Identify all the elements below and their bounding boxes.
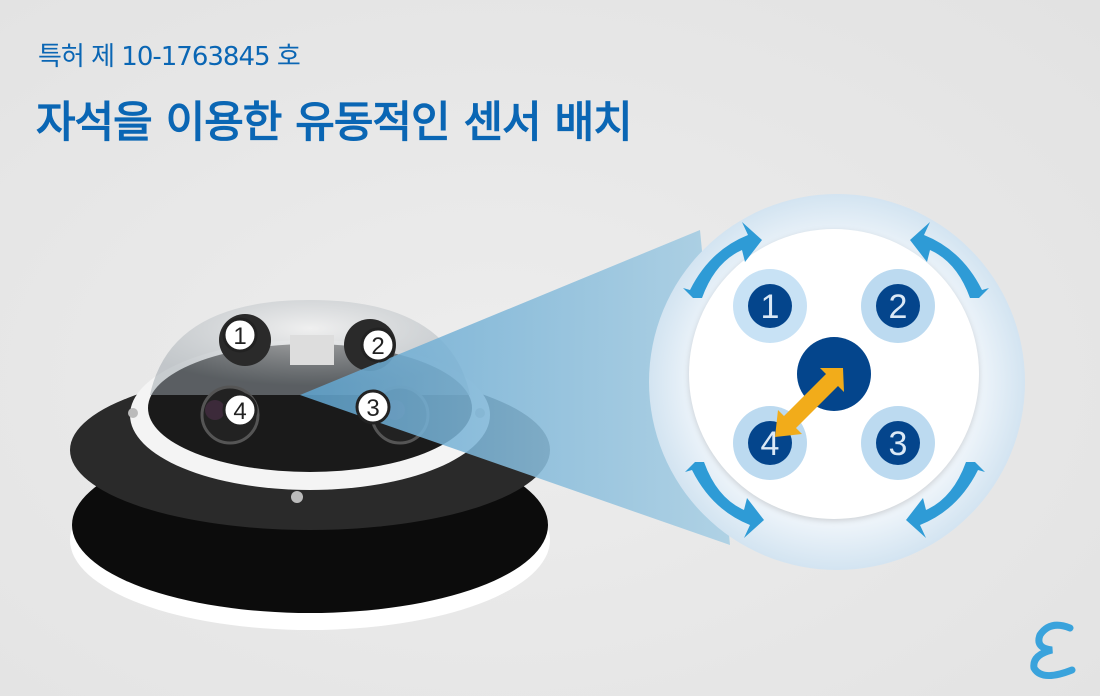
page-title: 자석을 이용한 유동적인 센서 배치 xyxy=(36,98,633,148)
sensor-layout-diagram: 1 2 3 4 xyxy=(649,194,1025,570)
camera-label-3: 3 xyxy=(355,389,391,425)
camera-label-2: 2 xyxy=(360,327,396,363)
svg-text:3: 3 xyxy=(366,395,379,422)
svg-text:1: 1 xyxy=(233,323,246,350)
camera-label-1: 1 xyxy=(222,317,258,353)
sensor-3: 3 xyxy=(889,425,908,463)
brand-logo xyxy=(1030,621,1076,679)
sensor-1: 1 xyxy=(761,288,780,326)
rotate-arrow-icon xyxy=(683,222,989,538)
svg-text:4: 4 xyxy=(233,398,246,425)
move-arrow-icon xyxy=(775,368,844,437)
camera-label-4: 4 xyxy=(222,392,258,428)
svg-text:2: 2 xyxy=(371,333,384,360)
sensor-2: 2 xyxy=(889,288,908,326)
patent-number: 특허 제 10-1763845 호 xyxy=(38,42,301,72)
sensor-4: 4 xyxy=(761,425,780,463)
zoom-beam xyxy=(300,230,730,545)
